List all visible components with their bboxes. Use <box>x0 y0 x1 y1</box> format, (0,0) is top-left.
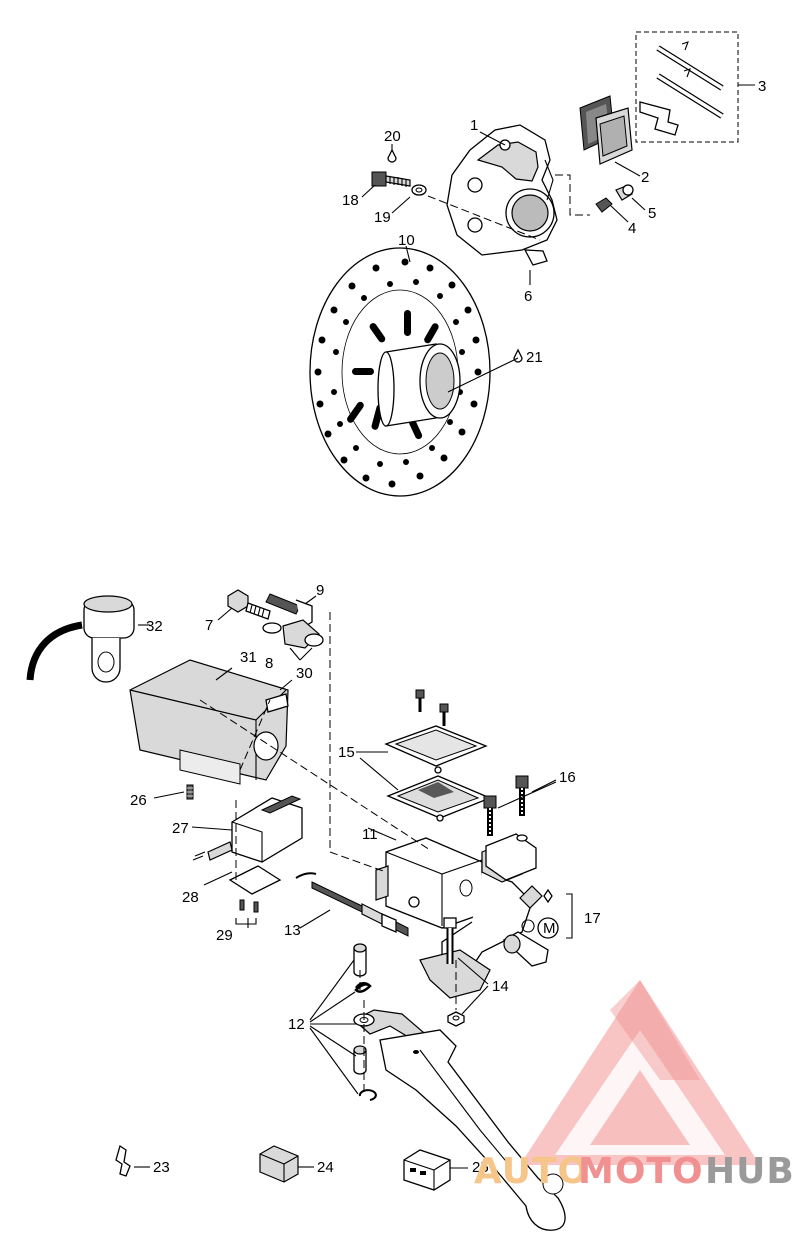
callout-4: 4 <box>628 220 636 237</box>
watermark-logo <box>520 980 760 1165</box>
watermark-moto: MOTO <box>578 1151 704 1192</box>
banjo-fitting <box>227 589 324 661</box>
callout-27: 27 <box>172 820 189 837</box>
pad-kit-box <box>635 31 755 143</box>
svg-text:M: M <box>543 920 556 937</box>
callout-14: 14 <box>492 978 509 995</box>
callout-3: 3 <box>758 78 766 95</box>
callout-15: 15 <box>338 744 355 761</box>
watermark-hub: HUB <box>705 1151 795 1192</box>
pivot-bolt-14 <box>443 917 465 1027</box>
callout-1: 1 <box>470 117 478 134</box>
clamp-bolts-16 <box>483 775 537 881</box>
connector-24 <box>259 1145 299 1183</box>
callout-13: 13 <box>284 922 301 939</box>
watermark-text: AUTO MOTO HUB <box>474 1151 795 1192</box>
callout-11: 11 <box>362 826 378 843</box>
callout-7: 7 <box>205 617 213 634</box>
pushrod-13 <box>295 872 409 937</box>
callout-17: 17 <box>584 910 601 927</box>
caliper-hardware <box>371 148 634 241</box>
brake-lever <box>379 1029 566 1231</box>
bracket-28 <box>228 865 282 925</box>
sensor-17: M <box>502 885 573 967</box>
callout-labels: 1 2 3 4 5 6 7 8 9 10 11 12 13 14 15 16 1… <box>130 78 766 1176</box>
callout-19: 19 <box>374 209 391 226</box>
callout-18: 18 <box>342 192 359 209</box>
brake-switch-32 <box>26 595 135 683</box>
callout-2: 2 <box>641 169 649 186</box>
callout-31: 31 <box>240 649 257 666</box>
brake-pads <box>579 95 633 165</box>
brake-caliper <box>446 124 558 266</box>
callout-6: 6 <box>524 288 532 305</box>
watermark-auto: AUTO <box>474 1151 589 1192</box>
callout-9: 9 <box>316 582 324 599</box>
callout-23: 23 <box>153 1159 170 1176</box>
callout-8: 8 <box>265 655 273 672</box>
callout-20: 20 <box>384 128 401 145</box>
callout-10: 10 <box>398 232 415 249</box>
callout-5: 5 <box>648 205 656 222</box>
callout-26: 26 <box>130 792 147 809</box>
switch-27 <box>192 795 303 863</box>
callout-12: 12 <box>288 1016 305 1033</box>
reservoir-cover-15 <box>384 689 492 822</box>
connector-25 <box>403 1149 451 1191</box>
screw-26 <box>186 784 194 800</box>
brake-disc <box>309 247 523 497</box>
callout-leaders <box>134 131 646 1169</box>
callout-28: 28 <box>182 889 199 906</box>
clip-23 <box>115 1144 131 1177</box>
callout-24: 24 <box>317 1159 334 1176</box>
switch-cover-31 <box>129 659 289 785</box>
callout-30: 30 <box>296 665 313 682</box>
callout-21: 21 <box>526 349 543 366</box>
callout-25: 25 <box>472 1159 489 1176</box>
callout-29: 29 <box>216 927 233 944</box>
callout-16: 16 <box>559 769 576 786</box>
callout-32: 32 <box>146 618 163 635</box>
